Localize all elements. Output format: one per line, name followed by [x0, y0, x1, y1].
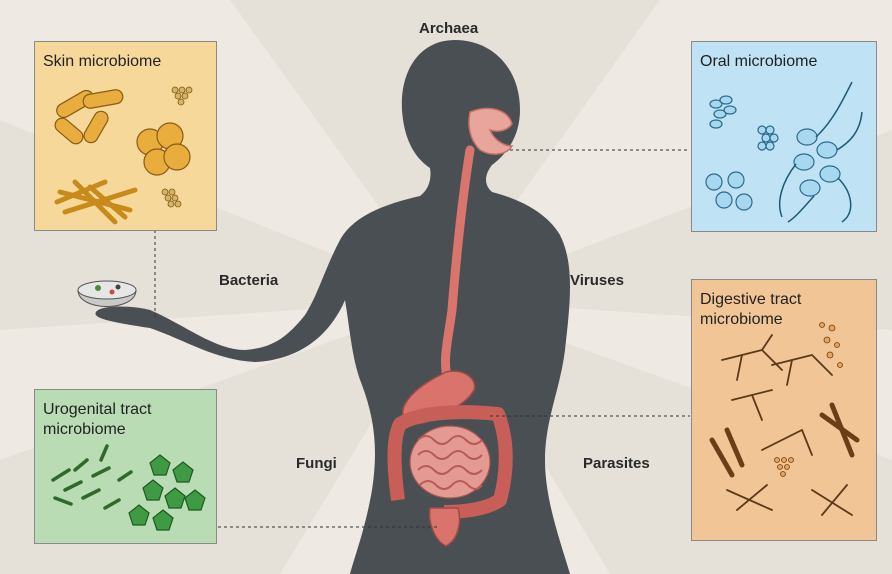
label-viruses: Viruses	[570, 272, 624, 289]
digestive-microbes	[692, 280, 878, 542]
urogenital-microbes	[35, 390, 218, 545]
label-parasites: Parasites	[583, 455, 650, 472]
label-fungi: Fungi	[296, 455, 337, 472]
panel-digestive-microbiome: Digestive tract microbiome	[691, 279, 877, 541]
panel-urogenital-microbiome: Urogenital tract microbiome	[34, 389, 217, 544]
oral-microbes	[692, 42, 878, 233]
skin-microbes	[35, 42, 218, 232]
panel-oral-microbiome: Oral microbiome	[691, 41, 877, 232]
petri-dish	[78, 281, 136, 307]
panel-skin-microbiome: Skin microbiome	[34, 41, 217, 231]
label-bacteria: Bacteria	[219, 272, 278, 289]
label-archaea: Archaea	[419, 20, 478, 37]
